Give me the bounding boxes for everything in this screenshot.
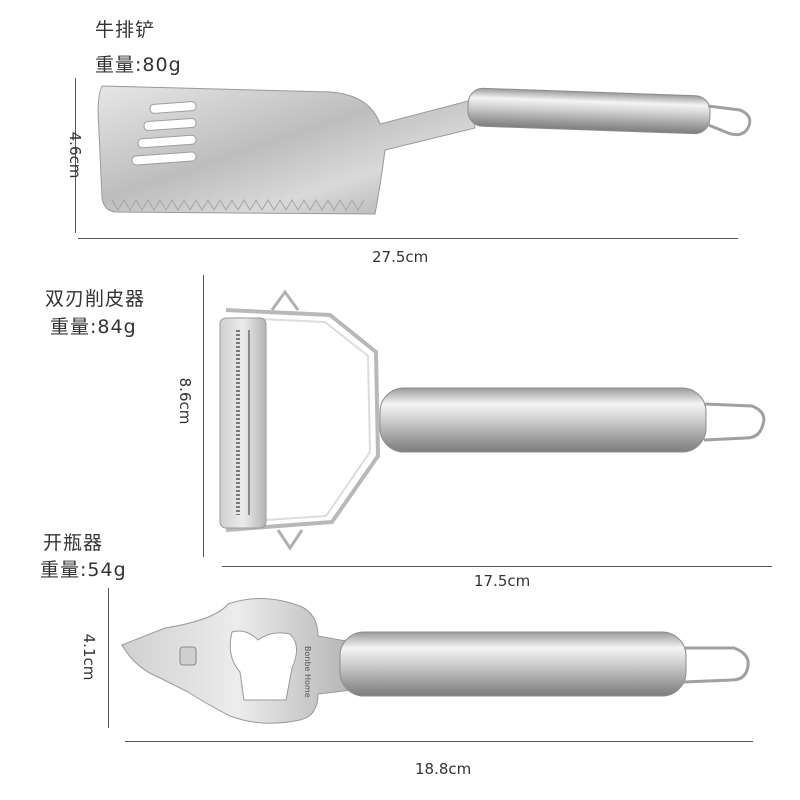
product-2-weight: 重量:84g [50, 316, 137, 338]
product-3-length-line [125, 741, 753, 742]
product-3-name: 开瓶器 [43, 532, 104, 554]
peeler-illustration [219, 289, 766, 551]
product-3-weight: 重量:54g [40, 559, 127, 581]
product-2-length-dim: 17.5cm [474, 572, 531, 590]
product-1-length-line [78, 238, 738, 239]
product-1-length-dim: 27.5cm [372, 248, 429, 266]
product-1-weight: 重量:80g [95, 54, 182, 76]
product-2-height-line [203, 275, 204, 557]
product-1-height-line [75, 78, 76, 233]
product-1-height-dim: 4.6cm [66, 131, 84, 179]
engraving-text: Bonbe Home [303, 646, 312, 698]
bottle-opener-illustration [121, 597, 750, 724]
product-3-length-dim: 18.8cm [415, 760, 472, 778]
product-1-name: 牛排铲 [95, 19, 156, 41]
product-2-name: 双刃削皮器 [45, 288, 146, 310]
product-3-height-dim: 4.1cm [80, 633, 98, 681]
spatula-illustration [97, 85, 752, 215]
product-2-height-dim: 8.6cm [176, 377, 194, 425]
product-3-height-line [108, 588, 109, 728]
product-2-length-line [222, 566, 772, 567]
